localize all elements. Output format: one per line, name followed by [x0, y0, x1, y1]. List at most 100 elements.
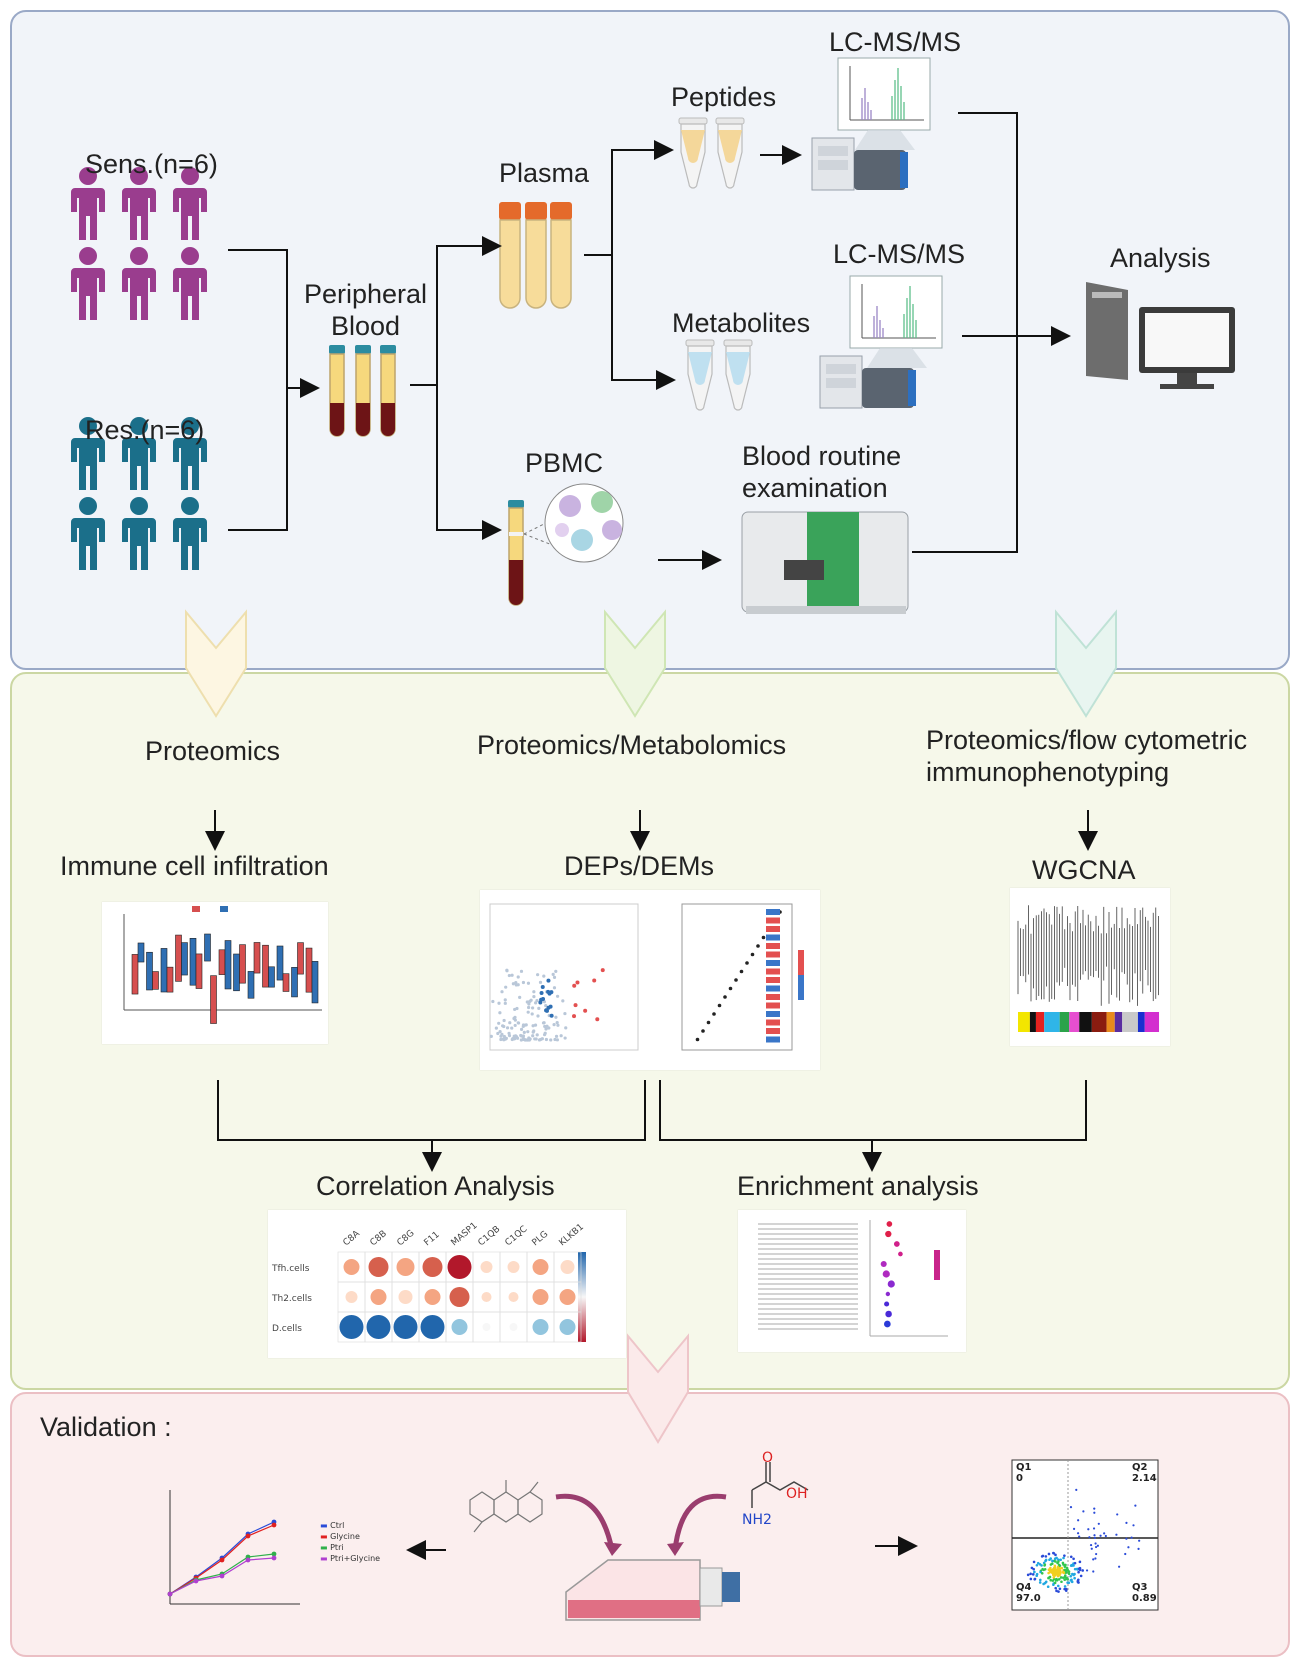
volcano-point [549, 1038, 553, 1042]
sensitive-group-label: Sens.(n=6) [85, 149, 218, 179]
dotplot-bar [766, 1028, 780, 1034]
flow-event [1059, 1576, 1063, 1579]
flow-event [1039, 1578, 1042, 1582]
volcano-point [564, 1026, 568, 1030]
flow-event [1061, 1570, 1065, 1574]
volcano-point [507, 973, 511, 978]
volcano-point-up [583, 1008, 588, 1013]
corr-circle [339, 1315, 364, 1339]
flow-event [1053, 1570, 1056, 1574]
volcano-point [542, 1021, 546, 1025]
flow-event [1063, 1578, 1066, 1581]
pbmc-tube-icon [508, 500, 524, 606]
volcano-point [515, 1006, 519, 1011]
volcano-point [511, 982, 515, 986]
volcano-point-up [572, 983, 577, 988]
growth-legend-item: ▬ Ptri [320, 1543, 344, 1552]
corr-circle [559, 1319, 576, 1335]
deps-dems-figure [480, 890, 820, 1070]
module-color-bar [1069, 1012, 1080, 1032]
corr-circle [532, 1319, 549, 1335]
flow-event [1073, 1561, 1077, 1565]
flow-event [1061, 1576, 1065, 1579]
flow-event [1035, 1563, 1039, 1567]
flow-event [1058, 1572, 1062, 1575]
module-color-bar [1029, 1012, 1036, 1032]
growth-point [219, 1557, 225, 1563]
dotplot-bar [766, 1011, 780, 1017]
flow-event [1052, 1552, 1056, 1555]
growth-point [245, 1533, 251, 1539]
flow-event [1116, 1513, 1119, 1516]
flow-event [1057, 1590, 1060, 1593]
module-color-bar [1106, 1012, 1115, 1032]
flow-event [1093, 1536, 1096, 1539]
corr-column-label: C1QB [477, 1224, 503, 1248]
chevron-1-icon [185, 609, 247, 718]
flow-event [1063, 1585, 1067, 1588]
boxplot-box [276, 945, 284, 981]
growth-legend-item: ▬ Ptri+Glycine [320, 1554, 381, 1563]
dotplot-point [739, 969, 744, 974]
volcano-point [552, 975, 557, 979]
corr-row-label: Th2.cells [271, 1294, 312, 1304]
volcano-point [531, 1034, 535, 1038]
dotplot-point [728, 986, 733, 991]
flow-event [1057, 1560, 1060, 1563]
ms-instrument-mid-icon [819, 275, 943, 409]
resistant-group-label: Res.(n=6) [85, 415, 205, 445]
boxplot-box [218, 949, 226, 975]
flow-event [1051, 1573, 1055, 1577]
dotplot-bar [766, 909, 780, 915]
plasma-label: Plasma [499, 158, 590, 188]
growth-legend-item: ▬ Glycine [320, 1532, 360, 1541]
volcano-point [513, 1015, 517, 1019]
volcano-point-up [600, 968, 605, 973]
sample-collection-panel [10, 10, 1290, 670]
corr-circle [451, 1319, 468, 1335]
volcano-point [515, 1036, 520, 1040]
flow-event [1049, 1570, 1053, 1574]
flow-event [1038, 1562, 1042, 1566]
corr-circle [396, 1258, 415, 1276]
enrichment-point [885, 1291, 891, 1297]
boxplot-box [189, 938, 197, 986]
corr-circle [424, 1289, 441, 1305]
dotplot-bar [766, 968, 780, 975]
ms-instrument-top-icon [811, 57, 931, 191]
q3-label: Q3 [1132, 1582, 1148, 1593]
prot-flow-label: Proteomics/flow cytometric immunophenoty… [926, 725, 1248, 787]
volcano-point [503, 998, 507, 1002]
volcano-point [552, 986, 557, 990]
analysis-label: Analysis [1110, 243, 1211, 273]
corr-circle [480, 1261, 493, 1273]
flow-event [1054, 1560, 1057, 1563]
volcano-point [505, 1026, 510, 1030]
wgcna-label: WGCNA [1032, 855, 1136, 885]
q1-value: 0 [1016, 1473, 1023, 1484]
volcano-point [537, 1006, 541, 1010]
volcano-point [538, 980, 543, 984]
flow-event [1069, 1506, 1073, 1509]
volcano-point-up [595, 1017, 600, 1022]
volcano-point [491, 999, 495, 1004]
corr-circle [398, 1290, 413, 1304]
flow-event [1053, 1564, 1057, 1568]
enrichment-colorbar [934, 1250, 940, 1280]
volcano-point [526, 981, 531, 985]
flow-event [1138, 1539, 1141, 1542]
flow-event [1092, 1558, 1095, 1561]
volcano-point [532, 995, 536, 999]
flow-event [1035, 1572, 1039, 1576]
flow-event [1063, 1587, 1066, 1591]
lcms-mid-label: LC-MS/MS [833, 239, 966, 269]
dotplot-point [723, 995, 727, 999]
volcano-point [534, 1037, 538, 1041]
flow-event [1055, 1589, 1058, 1593]
flow-event [1053, 1566, 1057, 1570]
culture-flask-icon [565, 1559, 740, 1621]
dotplot-bar [766, 985, 780, 992]
flow-event [1063, 1568, 1066, 1572]
